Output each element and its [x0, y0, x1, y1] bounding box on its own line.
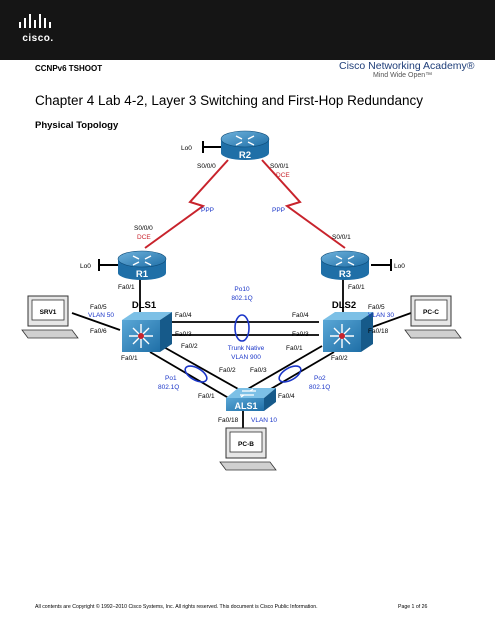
label-po1-proto: 802.1Q	[158, 384, 179, 391]
po1-bundle-icon	[184, 365, 208, 383]
label-po10-proto: 802.1Q	[231, 295, 252, 302]
po2-bundle-icon	[278, 365, 302, 383]
router-r3-icon	[320, 250, 370, 280]
device-label-r3: R3	[339, 269, 351, 280]
label-dls1-vlan: VLAN 50	[88, 312, 114, 319]
label-po2: Po2	[314, 375, 326, 382]
label-dls2-fa04: Fa0/4	[292, 312, 309, 319]
label-als1-fa02: Fa0/2	[219, 367, 236, 374]
label-r2-lo0: Lo0	[181, 145, 192, 152]
device-label-pcb: PC-B	[238, 441, 254, 448]
device-label-r2: R2	[239, 150, 251, 161]
label-r1-lo0: Lo0	[80, 263, 91, 270]
label-r2-s000: S0/0/0	[197, 163, 216, 170]
device-label-als1: ALS1	[234, 401, 257, 411]
po10-bundle-icon	[234, 314, 250, 342]
label-dls1-fa06: Fa0/6	[90, 328, 107, 335]
switch-dls2-icon	[323, 312, 373, 352]
device-label-srv1: SRV1	[40, 309, 57, 316]
r3-loopback	[371, 259, 392, 271]
label-r3-fa01: Fa0/1	[348, 284, 365, 291]
link-srv1-dls1	[71, 312, 121, 331]
label-r3-s001: S0/0/1	[332, 234, 351, 241]
header-bar: cisco.	[0, 0, 495, 60]
label-dls1-fa05: Fa0/5	[90, 304, 107, 311]
device-label-r1: R1	[136, 269, 149, 280]
switch-als1-icon	[226, 388, 276, 411]
label-als1-fa01: Fa0/1	[198, 393, 215, 400]
link-dls1-als1-fa02	[161, 345, 241, 391]
link-dls1-als1-fa01	[149, 351, 233, 401]
label-r2-dce: DCE	[276, 172, 290, 179]
label-trunk-vlan: VLAN 900	[231, 354, 261, 361]
label-dls2-fa01: Fa0/1	[286, 345, 303, 352]
academy-name: Cisco Networking Academy®	[339, 60, 475, 72]
academy-tagline: Mind Wide Open™	[373, 72, 433, 79]
label-dls2-vlan: VLAN 30	[368, 312, 394, 319]
label-dls1-fa04: Fa0/4	[175, 312, 192, 319]
label-als1-fa03: Fa0/3	[250, 367, 267, 374]
pc-c-icon	[404, 295, 462, 339]
device-label-dls1: DLS1	[132, 300, 157, 311]
label-po2-proto: 802.1Q	[309, 384, 330, 391]
device-label-dls2: DLS2	[332, 300, 356, 311]
label-dls2-fa018: Fa0/18	[368, 328, 389, 335]
label-dls2-fa03: Fa0/3	[292, 331, 309, 338]
device-label-pcc: PC-C	[423, 309, 439, 316]
label-dls2-fa02: Fa0/2	[331, 355, 348, 362]
label-dls1-fa02: Fa0/2	[181, 343, 198, 350]
label-r1-dce: DCE	[137, 234, 151, 241]
section-heading: Physical Topology	[35, 120, 119, 131]
label-po10: Po10	[234, 286, 250, 293]
label-r3-lo0: Lo0	[394, 263, 405, 270]
serial-link-r2-r3	[261, 159, 346, 249]
label-als1-fa04: Fa0/4	[278, 393, 295, 400]
page-number: Page 1 of 26	[398, 604, 428, 610]
topology-diagram: R2 R1 R3 DLS1 DLS2 ALS1 SRV1 PC-C PC-B L…	[21, 130, 462, 471]
label-als1-vlan: VLAN 10	[251, 417, 277, 424]
label-dls1-fa01: Fa0/1	[121, 355, 138, 362]
label-r1-fa01: Fa0/1	[118, 284, 135, 291]
server-srv1-icon	[21, 295, 79, 339]
cisco-logo: cisco.	[13, 14, 63, 48]
networking-academy-logo: Cisco Networking Academy® Mind Wide Open…	[339, 60, 479, 82]
label-dls2-fa05: Fa0/5	[368, 304, 385, 311]
course-name: CCNPv6 TSHOOT	[35, 64, 103, 73]
switch-dls1-icon	[122, 312, 172, 352]
label-dls1-fa03: Fa0/3	[175, 331, 192, 338]
cisco-wordmark: cisco.	[22, 33, 54, 44]
r1-loopback	[98, 259, 120, 271]
copyright-notice: All contents are Copyright © 1992–2010 C…	[35, 604, 318, 610]
label-als1-fa018: Fa0/18	[218, 417, 239, 424]
label-po1: Po1	[165, 375, 177, 382]
router-r1-icon	[117, 250, 167, 280]
label-ppp-left: PPP	[201, 207, 214, 214]
cisco-bars-icon	[19, 14, 51, 28]
label-trunk-native: Trunk Native	[228, 345, 265, 352]
pc-b-icon	[219, 427, 277, 471]
label-r1-s000: S0/0/0	[134, 225, 153, 232]
router-r2-icon	[220, 130, 270, 160]
link-dls2-als1-fa01	[245, 345, 323, 391]
label-r2-s001: S0/0/1	[270, 163, 289, 170]
label-ppp-right: PPP	[272, 207, 285, 214]
page-title: Chapter 4 Lab 4-2, Layer 3 Switching and…	[35, 93, 423, 108]
serial-link-r2-r1	[144, 159, 229, 249]
